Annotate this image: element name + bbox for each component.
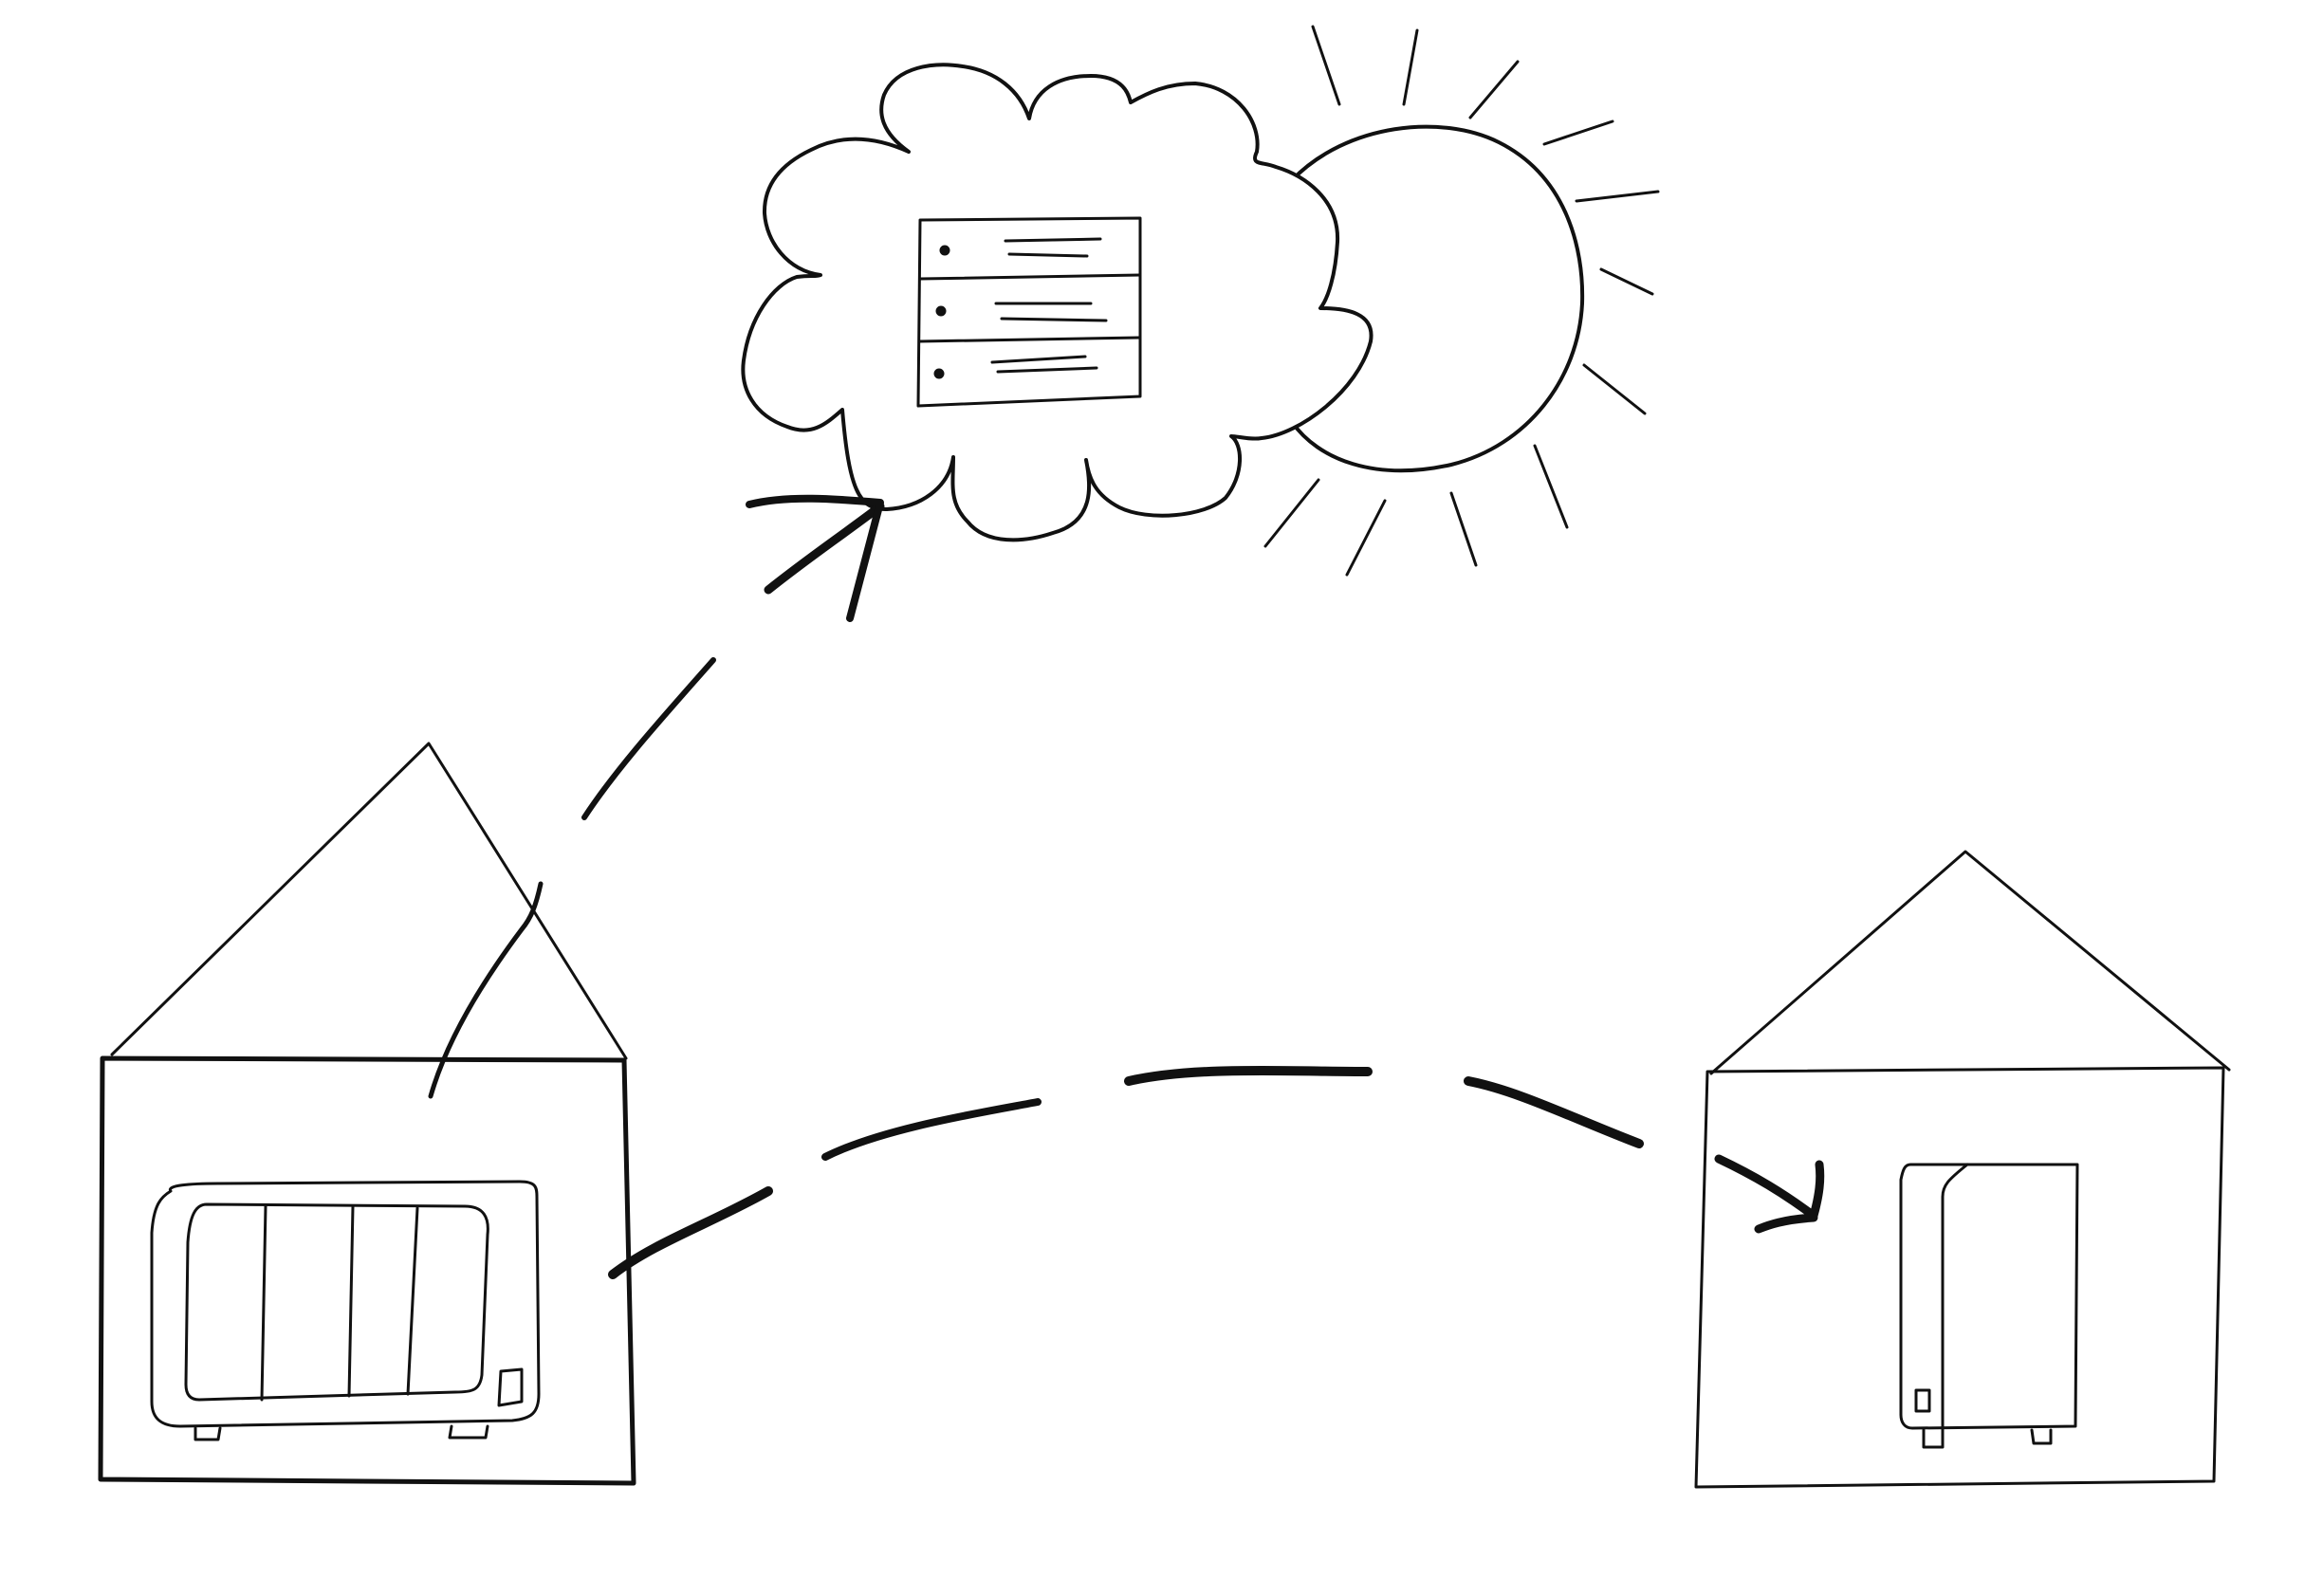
house-icon-left bbox=[98, 742, 636, 1486]
sun-rays bbox=[1263, 25, 1660, 577]
arrowhead-cloud bbox=[746, 494, 884, 622]
sun-icon bbox=[1263, 25, 1660, 577]
house-left-walls bbox=[98, 1055, 636, 1486]
house-right-roof bbox=[1709, 850, 2231, 1075]
dash-c bbox=[1124, 1065, 1373, 1086]
connector-house-to-cloud bbox=[428, 494, 885, 1099]
connector-house-to-house bbox=[608, 1065, 1825, 1279]
cloud-icon bbox=[741, 63, 1374, 542]
dash-d bbox=[1464, 1076, 1644, 1148]
house-icon-right bbox=[1694, 850, 2231, 1489]
dash-3 bbox=[764, 502, 885, 595]
dash-b bbox=[821, 1098, 1042, 1161]
nas-4-bay-icon bbox=[150, 1180, 541, 1441]
dash-a bbox=[608, 1186, 773, 1279]
house-left-roof bbox=[110, 742, 628, 1060]
house-right-walls bbox=[1694, 1066, 2225, 1489]
sun-disc bbox=[1290, 124, 1585, 473]
server-rack-icon bbox=[916, 216, 1142, 408]
arrowhead-house bbox=[1714, 1154, 1825, 1234]
nas-1-bay-icon bbox=[1899, 1163, 2079, 1449]
dash-1 bbox=[428, 881, 544, 1099]
dash-2 bbox=[581, 657, 716, 820]
